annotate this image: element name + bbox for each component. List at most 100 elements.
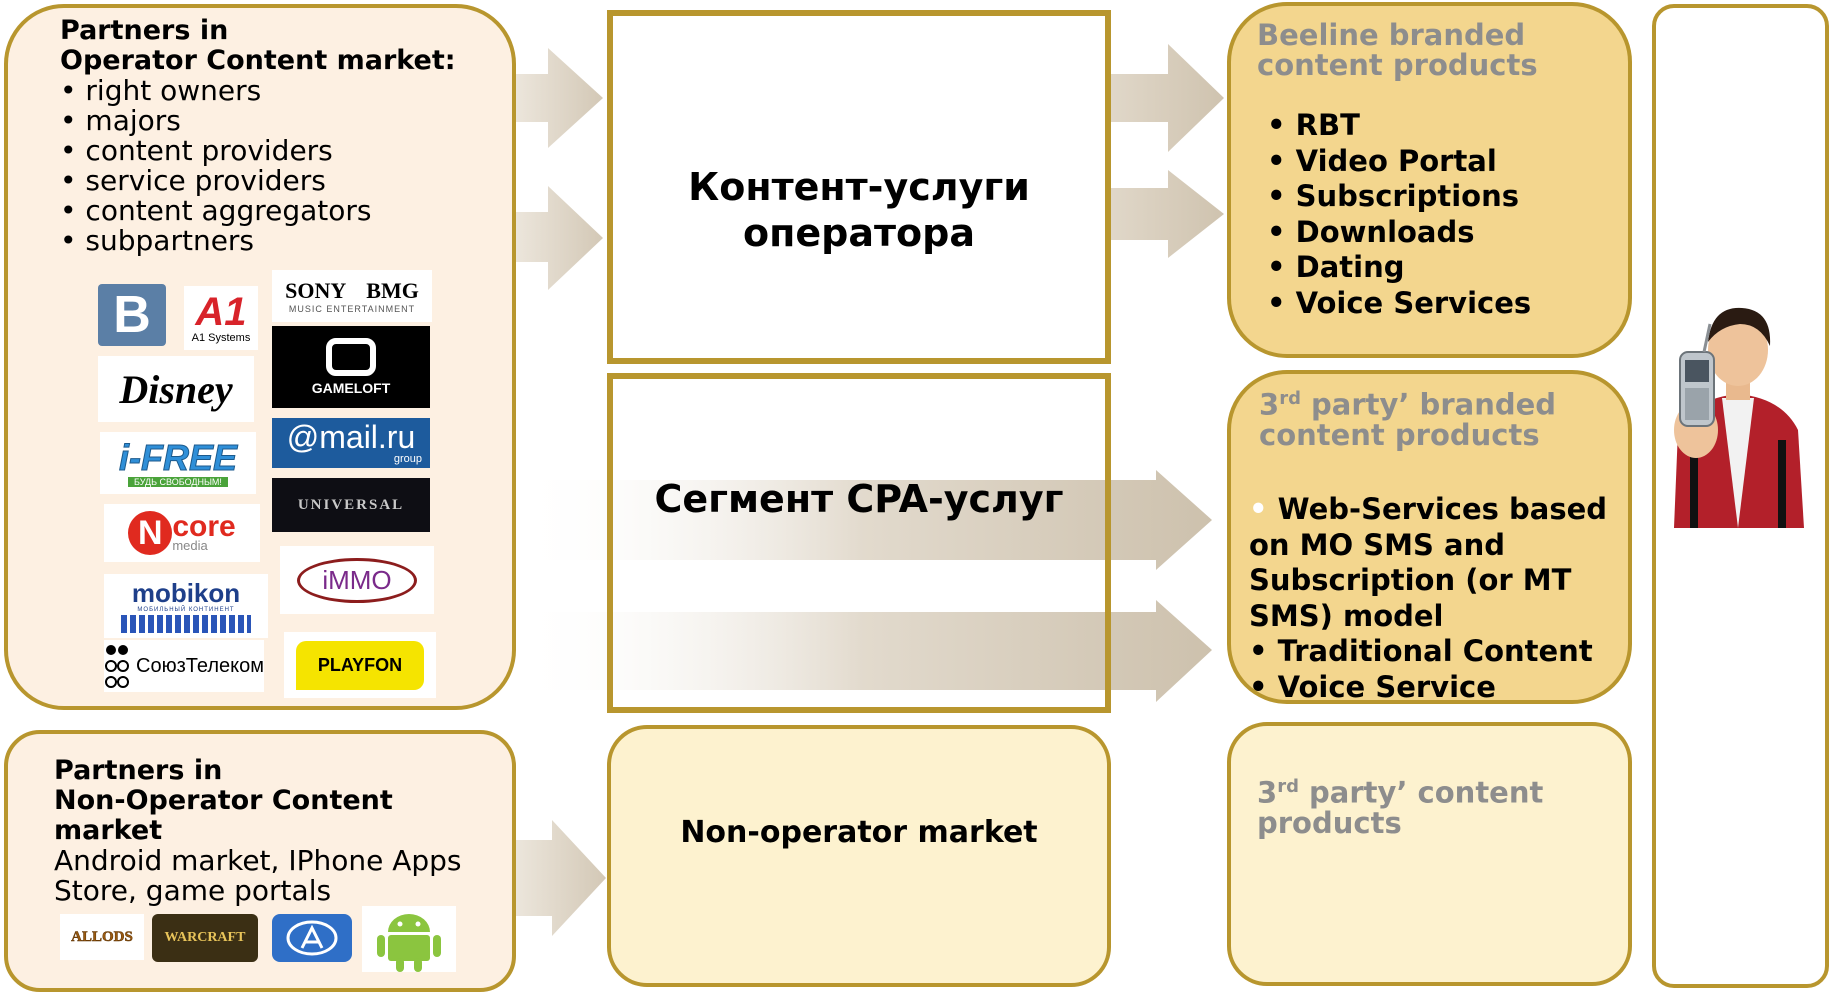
list-item: • Subscriptions xyxy=(1267,179,1520,213)
third-party-branded-title-line2: content products xyxy=(1259,417,1540,452)
third-party-branded-title-number: 3 xyxy=(1259,387,1280,422)
list-item: • Dating xyxy=(1267,250,1405,284)
partners-non-operator-title-line3: market xyxy=(54,815,163,846)
ncore-logo-caption: media xyxy=(172,537,208,553)
beeline-title-line1: Beeline branded xyxy=(1257,18,1526,52)
allods-logo-text: ALLODS xyxy=(71,928,133,945)
list-item-text: Video Portal xyxy=(1295,143,1497,178)
warcraft-logo-text: WARCRAFT xyxy=(164,930,246,945)
list-item-text: RBT xyxy=(1295,108,1360,142)
list-item-text: Traditional Content xyxy=(1277,634,1593,668)
list-item: • Traditional Content xyxy=(1249,634,1593,668)
list-item: • RBT xyxy=(1267,108,1360,142)
beeline-branded-title: Beeline branded content products xyxy=(1257,20,1538,80)
immo-logo-text: iMMO xyxy=(322,564,392,595)
partners-non-operator-body-line2: Store, game portals xyxy=(54,874,332,907)
list-item-text: Dating xyxy=(1295,250,1405,284)
partners-operator-title: Partners in Operator Content market: xyxy=(60,16,456,76)
android-icon xyxy=(362,906,456,972)
third-party-content-box: 3rd party’ content products xyxy=(1227,722,1632,986)
beeline-products-list: • RBT • Video Portal • Subscriptions • D… xyxy=(1267,108,1531,321)
third-party-content-title-number: 3 xyxy=(1257,775,1278,810)
list-item-text: Voice Services xyxy=(1295,285,1532,320)
list-item: right owners xyxy=(60,76,372,106)
list-item-text: Subscriptions xyxy=(1295,179,1520,213)
operator-content-services-box: Контент-услуги оператора xyxy=(607,10,1111,364)
soyuztelecom-logo: СоюзТелеком xyxy=(104,640,264,692)
list-item: • Voice Services xyxy=(1267,285,1532,320)
third-party-content-title-sup: rd xyxy=(1277,776,1299,797)
ncore-media-logo: N core media xyxy=(104,504,260,562)
partners-non-operator-title: Partners in Non-Operator Content market xyxy=(54,756,393,846)
third-party-content-title: 3rd party’ content products xyxy=(1257,772,1543,838)
universal-logo: UNIVERSAL xyxy=(272,478,430,532)
ncore-n-icon: N xyxy=(128,511,173,555)
app-store-icon xyxy=(272,914,352,962)
partners-non-operator-title-line1: Partners in xyxy=(54,755,223,786)
ifree-logo: i-FREE БУДЬ СВОБОДНЫМ! xyxy=(100,432,256,494)
cpa-segment-title: Сегмент CPA-услуг xyxy=(654,477,1064,521)
playfon-logo: PLAYFON xyxy=(284,632,436,698)
third-party-branded-title: 3rd party’ branded content products xyxy=(1259,384,1556,450)
disney-logo-text: Disney xyxy=(119,366,233,412)
ifree-logo-text: i-FREE xyxy=(118,437,237,478)
operator-content-services-line1: Контент-услуги xyxy=(688,165,1030,209)
partners-operator-title-line1: Partners in xyxy=(60,15,229,46)
gameloft-logo-text: GAMELOFT xyxy=(311,380,391,396)
android-robot-icon xyxy=(377,914,441,972)
list-item: content providers xyxy=(60,136,372,166)
mailru-logo-text: @mail.ru xyxy=(286,419,416,455)
partners-operator-title-line2: Operator Content market: xyxy=(60,45,456,76)
soyuztelecom-circles-icon xyxy=(105,645,130,688)
list-item: service providers xyxy=(60,166,372,196)
ncore-logo-text: core xyxy=(172,509,236,543)
third-party-content-title-rest: party’ content xyxy=(1298,775,1544,810)
warcraft-logo: WARCRAFT xyxy=(152,914,258,962)
list-item-text: Voice Service xyxy=(1277,669,1496,704)
sony-bmg-caption: MUSIC ENTERTAINMENT xyxy=(288,304,416,314)
disney-logo: Disney xyxy=(98,356,254,422)
third-party-branded-title-rest: party’ branded xyxy=(1300,387,1557,422)
gameloft-g-icon xyxy=(326,338,376,376)
list-item: on MO SMS and xyxy=(1249,527,1505,562)
partners-operator-list: right owners majors content providers se… xyxy=(60,76,372,256)
app-store-glyph-icon xyxy=(286,920,338,956)
mailru-logo: @mail.ru group xyxy=(272,418,430,468)
mailru-logo-caption: group xyxy=(393,453,422,465)
sony-text: SONY xyxy=(285,278,347,303)
gameloft-logo: GAMELOFT xyxy=(272,326,430,408)
list-item: SMS) model xyxy=(1249,598,1444,633)
allods-logo: ALLODS xyxy=(60,914,144,960)
list-item: • Voice Service xyxy=(1249,669,1496,704)
list-item: • Downloads xyxy=(1267,214,1475,249)
list-item: content aggregators xyxy=(60,196,371,226)
list-item: subpartners xyxy=(60,226,372,256)
partners-non-operator-title-line2: Non-Operator Content xyxy=(54,785,393,816)
arrow-non-operator xyxy=(515,820,606,936)
list-item: • Video Portal xyxy=(1267,143,1497,178)
operator-content-services-title: Контент-услуги оператора xyxy=(613,164,1105,256)
beeline-branded-box: Beeline branded content products • RBT •… xyxy=(1227,2,1632,358)
mobikon-logo-text: mobikon xyxy=(131,578,241,608)
arrow-cpa-1 xyxy=(515,470,1212,570)
non-operator-market-box: Non-operator market xyxy=(607,725,1111,987)
partners-non-operator-body-line1: Android market, IPhone Apps xyxy=(54,844,462,877)
ifree-logo-caption: БУДЬ СВОБОДНЫМ! xyxy=(128,477,228,487)
operator-content-services-line2: оператора xyxy=(743,211,975,255)
list-item: majors xyxy=(60,106,372,136)
sony-bmg-logo: SONY BMG MUSIC ENTERTAINMENT xyxy=(272,270,432,322)
mobikon-grid-icon xyxy=(121,615,251,633)
arrow-partners-to-operator-1 xyxy=(515,48,603,148)
list-item: • Web-Services based xyxy=(1249,492,1608,526)
list-item: Subscription (or MT xyxy=(1249,563,1572,597)
arrow-cpa-2 xyxy=(515,600,1212,702)
third-party-branded-title-sup: rd xyxy=(1279,388,1301,409)
non-operator-market-title: Non-operator market xyxy=(680,815,1038,850)
a1-logo-text: A1 xyxy=(195,290,247,334)
vkontakte-logo-text: B xyxy=(113,286,151,344)
soyuztelecom-logo-text: СоюзТелеком xyxy=(136,654,264,677)
beeline-title-line2: content products xyxy=(1257,48,1538,82)
a1-logo-caption: A1 Systems xyxy=(191,332,251,344)
bmg-text: BMG xyxy=(366,278,419,303)
universal-logo-text: UNIVERSAL xyxy=(297,496,405,513)
